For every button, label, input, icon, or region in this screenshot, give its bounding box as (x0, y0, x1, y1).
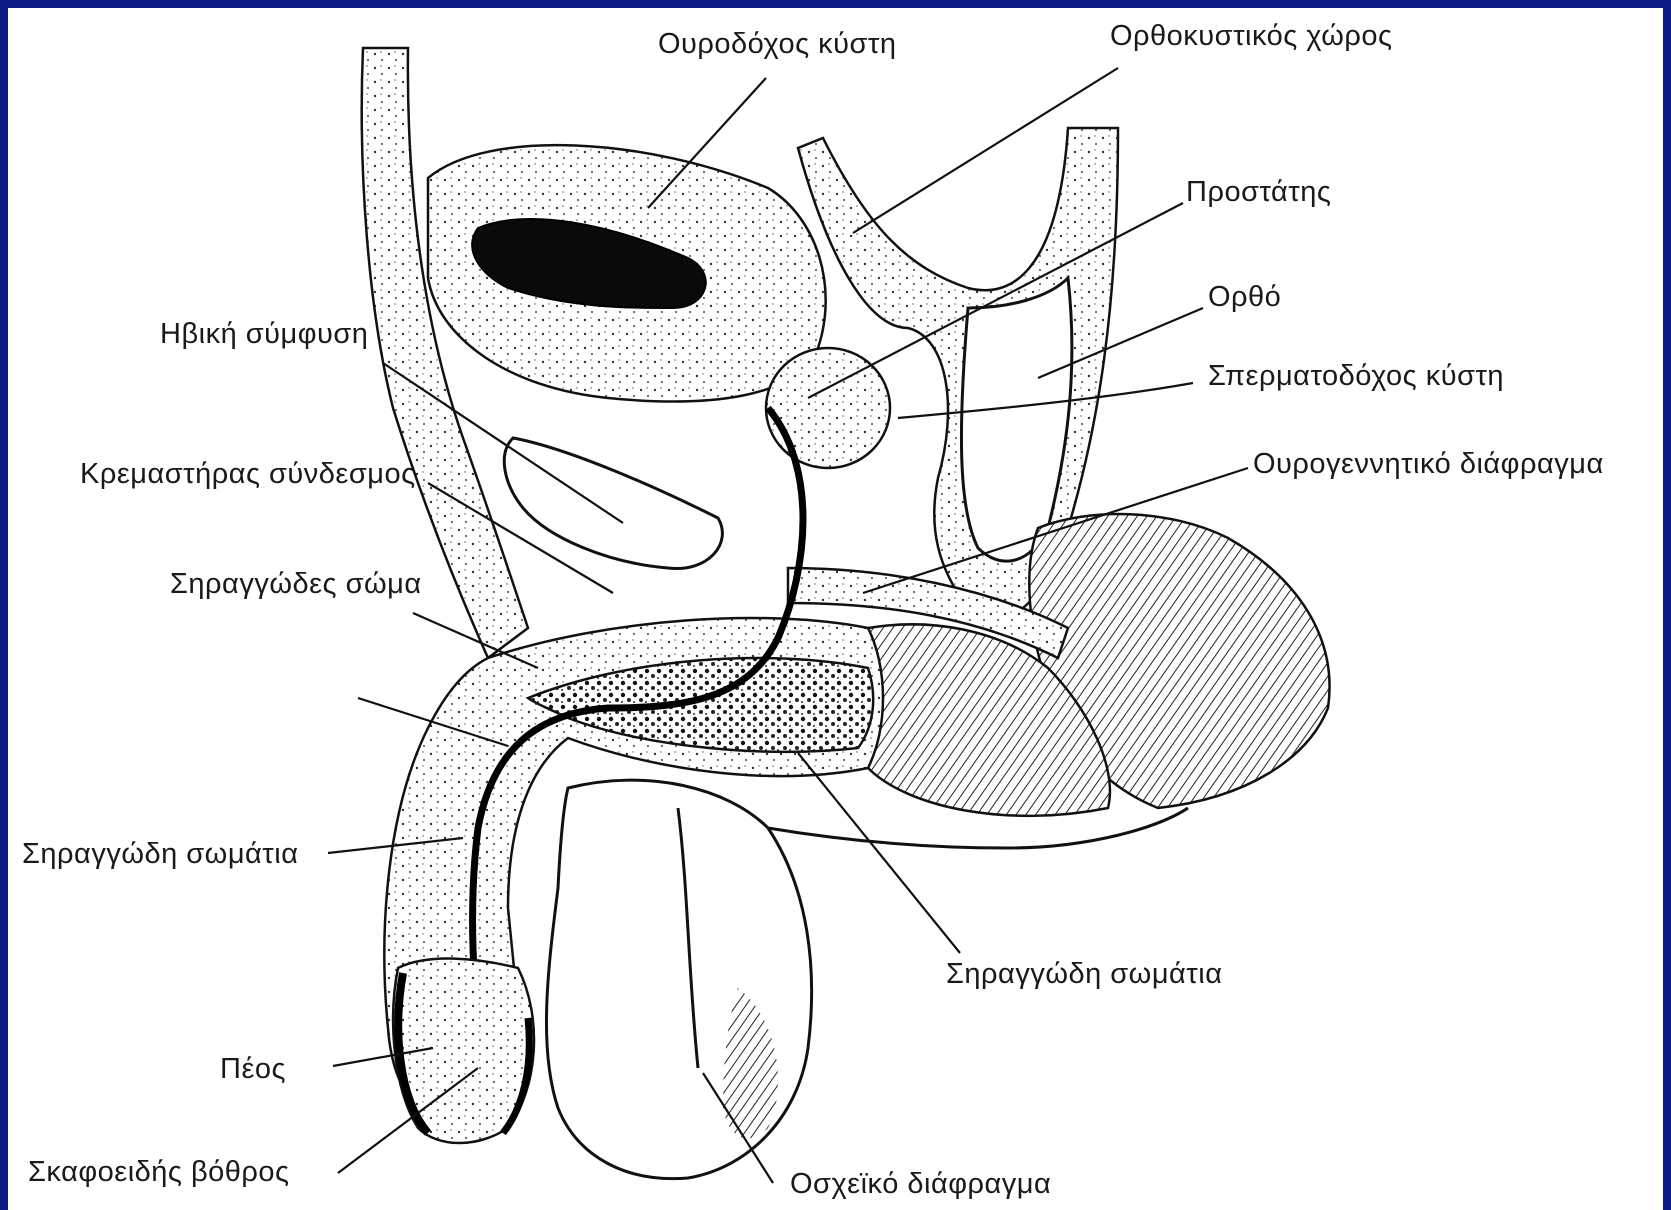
label-urogenital-diaphragm: Ουρογεννητικό διάφραγμα (1253, 448, 1604, 481)
anatomy-illustration (8, 8, 1663, 1210)
label-navicular-fossa: Σκαφοειδής βόθρος (28, 1156, 290, 1189)
label-penis: Πέος (220, 1053, 286, 1086)
body-outline (768, 808, 1188, 848)
label-seminal-vesicle: Σπερματοδόχος κύστη (1208, 360, 1504, 393)
label-prostate: Προστάτης (1186, 176, 1331, 209)
label-rectum: Ορθό (1208, 281, 1281, 314)
label-bladder: Ουροδόχος κύστη (658, 28, 896, 61)
label-spongy-body: Σηραγγώδες σώμα (170, 568, 422, 601)
diagram-frame: Ουροδόχος κύστη Ορθοκυστικός χώρος Προστ… (8, 8, 1663, 1210)
label-rectovesical-space: Ορθοκυστικός χώρος (1110, 20, 1392, 53)
label-pubic-symphysis: Ηβική σύμφυση (160, 318, 368, 351)
label-cavernous-bodies-right: Σηραγγώδη σωμάτια (946, 958, 1222, 991)
label-scrotal-septum: Οσχεϊκό διάφραγμα (790, 1168, 1051, 1201)
label-cavernous-bodies-left: Σηραγγώδη σωμάτια (22, 838, 298, 871)
label-suspensory-ligament: Κρεμαστήρας σύνδεσμος (80, 458, 416, 491)
